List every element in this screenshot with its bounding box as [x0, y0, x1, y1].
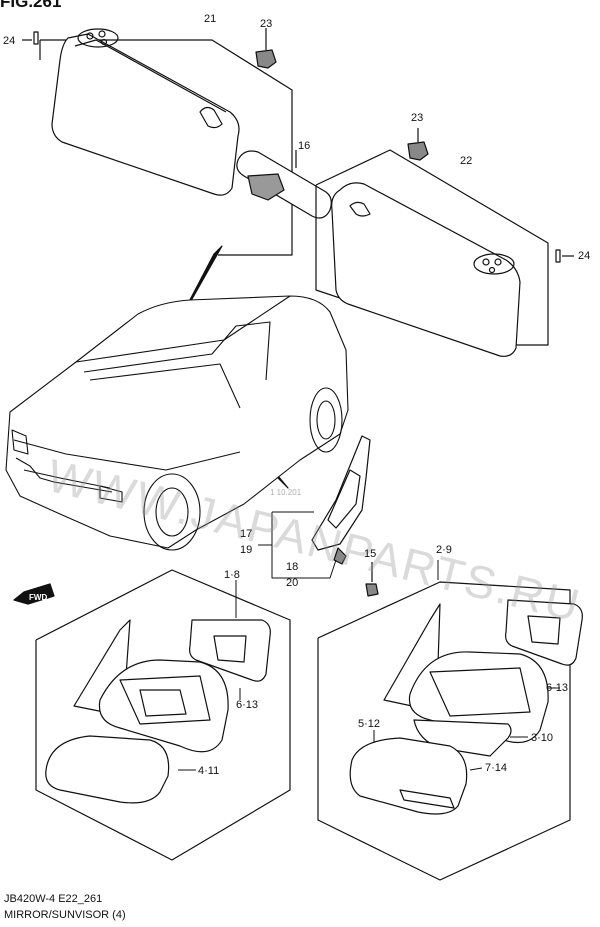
- vehicle-outline: [5, 295, 349, 551]
- callout-16: 16: [298, 140, 311, 152]
- callout-6-13-right: 6·13: [546, 682, 569, 694]
- inner-rearview-mirror: [236, 150, 332, 219]
- callout-3-10: 3·10: [531, 732, 554, 744]
- right-mirror-body: [349, 599, 583, 815]
- callout-6-13-left: 6·13: [236, 699, 259, 711]
- callout-1-8: 1·8: [224, 569, 240, 581]
- sunvisor-right-frame: [315, 149, 549, 346]
- watermark-small: 1 10.201: [270, 488, 302, 497]
- figure-title: FIG.261: [0, 0, 62, 11]
- right-mirror-frame: [317, 581, 571, 881]
- sunvisor-left: [51, 28, 240, 196]
- callout-21: 21: [204, 13, 217, 25]
- callout-4-11: 4·11: [198, 765, 220, 777]
- callout-15: 15: [364, 548, 377, 560]
- callout-2-9: 2·9: [436, 544, 452, 556]
- footer-code: JB420W-4 E22_261: [4, 893, 103, 905]
- callout-23-right: 23: [411, 112, 424, 124]
- fwd-label: FWD: [29, 593, 48, 602]
- callout-17: 17: [240, 528, 253, 540]
- screw-24-right: [555, 249, 574, 263]
- callout-5-12: 5·12: [358, 718, 381, 730]
- sunvisor-right: [331, 182, 521, 357]
- callout-22: 22: [460, 155, 473, 167]
- callout-18: 18: [286, 561, 299, 573]
- callout-19: 19: [240, 544, 253, 556]
- callout-23-top: 23: [260, 18, 273, 30]
- callout-7-14: 7·14: [485, 762, 508, 774]
- footer-title: MIRROR/SUNVISOR (4): [4, 909, 126, 921]
- callout-24-left: 24: [3, 35, 16, 47]
- callout-bracket-lines: [258, 511, 337, 579]
- left-mirror-body: [45, 619, 271, 804]
- left-mirror-frame: [35, 569, 291, 861]
- clip-23-right: [407, 128, 429, 161]
- callout-20: 20: [286, 577, 299, 589]
- screw-24-left: [22, 31, 39, 45]
- sunvisor-left-frame: [39, 39, 293, 256]
- clip-23-top: [255, 28, 277, 69]
- nut-15: [365, 562, 379, 597]
- door-mirror-bracket: [311, 435, 371, 565]
- fwd-arrow: [13, 583, 55, 605]
- callout-24-right: 24: [578, 250, 591, 262]
